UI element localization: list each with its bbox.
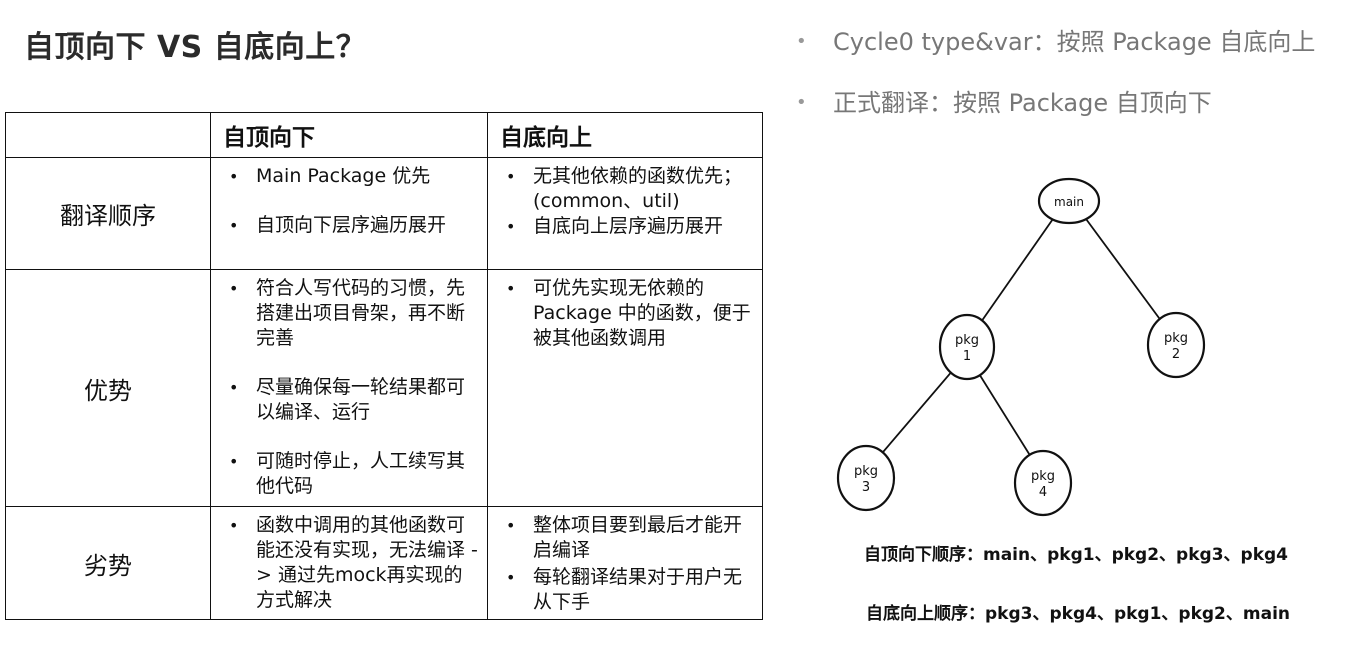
tree-edge-pkg1-pkg4 bbox=[977, 372, 1032, 458]
tree-node-circle bbox=[836, 444, 896, 512]
list-item: Main Package 优先 bbox=[219, 164, 479, 189]
list-item: 函数中调用的其他函数可能还没有实现，无法编译 -> 通过先mock再实现的方式解… bbox=[219, 513, 479, 613]
tree-node-circle bbox=[1037, 177, 1101, 225]
tree-edge-main-pkg1 bbox=[980, 217, 1055, 323]
list-item: 每轮翻译结果对于用户无从下手 bbox=[496, 565, 754, 615]
row-label-disadvantages: 劣势 bbox=[5, 506, 211, 620]
note-cycle0: Cycle0 type&var：按照 Package 自底向上 bbox=[796, 26, 1315, 58]
cell-order-top-down: Main Package 优先 自顶向下层序遍历展开 bbox=[210, 157, 488, 270]
table-header-empty bbox=[5, 112, 211, 158]
list-item: 尽量确保每一轮结果都可以编译、运行 bbox=[219, 375, 479, 425]
note-formal-translation: 正式翻译：按照 Package 自顶向下 bbox=[796, 87, 1315, 119]
cell-advantages-top-down: 符合人写代码的习惯，先搭建出项目骨架，再不断完善 尽量确保每一轮结果都可以编译、… bbox=[210, 269, 488, 507]
bottom-up-order-caption: 自底向上顺序：pkg3、pkg4、pkg1、pkg2、main bbox=[866, 604, 1291, 624]
cell-order-bottom-up: 无其他依赖的函数优先；(common、util) 自底向上层序遍历展开 bbox=[487, 157, 763, 270]
tree-node-label: 1 bbox=[963, 349, 971, 364]
tree-node-label: pkg bbox=[854, 464, 878, 479]
table-header-row: 自顶向下 自底向上 bbox=[5, 112, 763, 158]
page-title: 自顶向下 VS 自底向上？ bbox=[24, 30, 367, 65]
cell-advantages-bottom-up: 可优先实现无依赖的 Package 中的函数，便于被其他函数调用 bbox=[487, 269, 763, 507]
tree-node-main: main bbox=[1037, 177, 1101, 225]
tree-node-pkg4: pkg4 bbox=[1013, 449, 1073, 517]
table-row-disadvantages: 劣势 函数中调用的其他函数可能还没有实现，无法编译 -> 通过先mock再实现的… bbox=[5, 506, 763, 620]
tree-node-circle bbox=[1013, 449, 1073, 517]
cell-disadvantages-top-down: 函数中调用的其他函数可能还没有实现，无法编译 -> 通过先mock再实现的方式解… bbox=[210, 506, 488, 620]
tree-node-label: 3 bbox=[862, 480, 870, 495]
list-item: 无其他依赖的函数优先；(common、util) bbox=[496, 164, 754, 214]
table-row-order: 翻译顺序 Main Package 优先 自顶向下层序遍历展开 无其他依赖的函数… bbox=[5, 157, 763, 270]
list-item: 符合人写代码的习惯，先搭建出项目骨架，再不断完善 bbox=[219, 276, 479, 351]
tree-edge-main-pkg2 bbox=[1084, 216, 1162, 322]
list-item: 自顶向下层序遍历展开 bbox=[219, 213, 479, 238]
tree-node-circle bbox=[938, 313, 996, 381]
comparison-table: 自顶向下 自底向上 翻译顺序 Main Package 优先 自顶向下层序遍历展… bbox=[5, 112, 763, 620]
tree-node-label: main bbox=[1054, 195, 1084, 209]
tree-node-circle bbox=[1146, 311, 1206, 379]
tree-node-label: 4 bbox=[1039, 485, 1047, 500]
cell-disadvantages-bottom-up: 整体项目要到最后才能开启编译 每轮翻译结果对于用户无从下手 bbox=[487, 506, 763, 620]
tree-edge-pkg1-pkg3 bbox=[880, 370, 954, 455]
tree-node-pkg3: pkg3 bbox=[836, 444, 896, 512]
tree-node-label: 2 bbox=[1172, 347, 1180, 362]
tree-node-label: pkg bbox=[1164, 331, 1188, 346]
table-row-advantages: 优势 符合人写代码的习惯，先搭建出项目骨架，再不断完善 尽量确保每一轮结果都可以… bbox=[5, 269, 763, 507]
notes-list: Cycle0 type&var：按照 Package 自底向上 正式翻译：按照 … bbox=[796, 26, 1315, 119]
list-item: 整体项目要到最后才能开启编译 bbox=[496, 513, 754, 563]
list-item: 可优先实现无依赖的 Package 中的函数，便于被其他函数调用 bbox=[496, 276, 754, 351]
table-header-top-down: 自顶向下 bbox=[210, 112, 488, 158]
tree-node-pkg2: pkg2 bbox=[1146, 311, 1206, 379]
table-header-bottom-up: 自底向上 bbox=[487, 112, 763, 158]
tree-node-pkg1: pkg1 bbox=[938, 313, 996, 381]
row-label-order: 翻译顺序 bbox=[5, 157, 211, 270]
row-label-advantages: 优势 bbox=[5, 269, 211, 507]
list-item: 自底向上层序遍历展开 bbox=[496, 214, 754, 239]
top-down-order-caption: 自顶向下顺序：main、pkg1、pkg2、pkg3、pkg4 bbox=[864, 545, 1289, 565]
tree-node-label: pkg bbox=[955, 333, 979, 348]
tree-node-label: pkg bbox=[1031, 469, 1055, 484]
list-item: 可随时停止，人工续写其他代码 bbox=[219, 449, 479, 499]
